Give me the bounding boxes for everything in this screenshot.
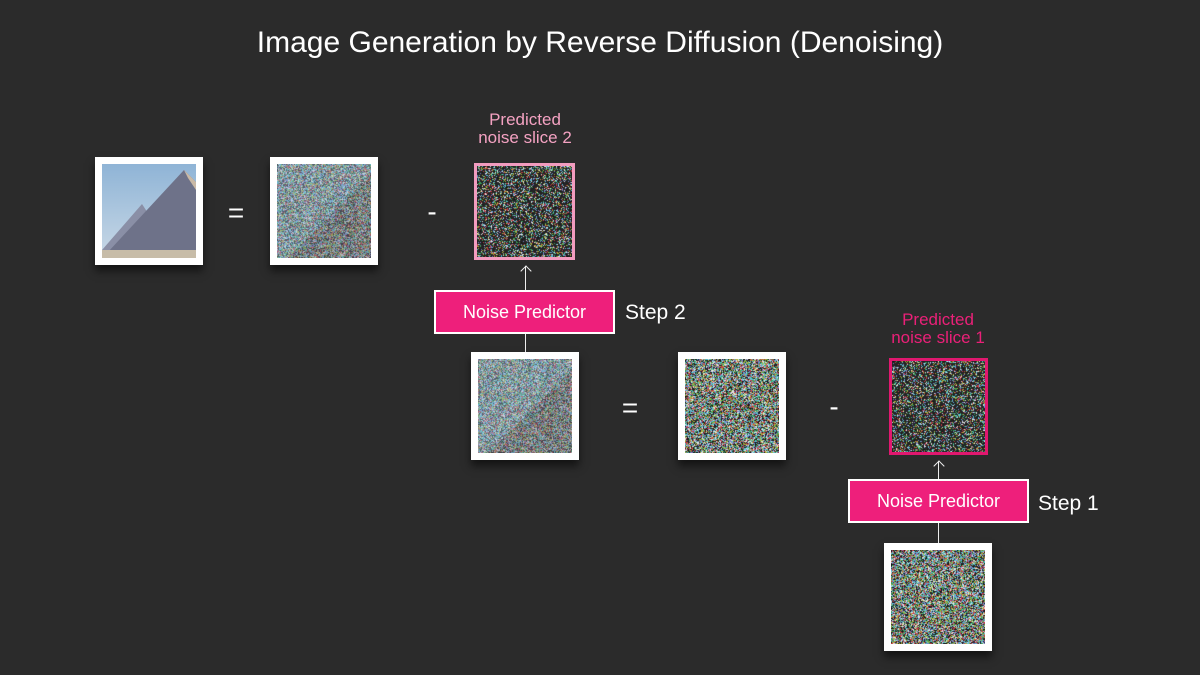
step-1-label: Step 1	[1038, 492, 1099, 516]
connector-line	[938, 523, 939, 543]
label-line-2: noise slice 2	[425, 129, 625, 147]
minus-operator-1: -	[427, 196, 436, 228]
arrow-up-icon	[520, 265, 531, 276]
arrow-up-icon	[933, 460, 944, 471]
label-line-2: noise slice 1	[838, 329, 1038, 347]
equals-operator-2: =	[622, 392, 638, 424]
equals-operator-1: =	[228, 197, 244, 229]
noise-predictor-step2: Noise Predictor	[434, 290, 615, 334]
input-noise-image	[884, 543, 992, 651]
label-line-1: Predicted	[838, 311, 1038, 329]
pure-noise-image	[678, 352, 786, 460]
connector-line	[525, 334, 526, 352]
minus-operator-2: -	[829, 391, 838, 423]
noisy-image	[478, 359, 572, 453]
final-image-pyramid	[95, 157, 203, 265]
noise-image	[685, 359, 779, 453]
noisy-image	[277, 164, 371, 258]
noise-image	[891, 550, 985, 644]
noisy-image-step1-output	[471, 352, 579, 460]
label-line-1: Predicted	[425, 111, 625, 129]
noise-predictor-step1: Noise Predictor	[848, 479, 1029, 523]
predicted-noise-slice-2	[474, 163, 575, 260]
pyramid-image	[102, 164, 196, 258]
predicted-noise-slice-1	[889, 358, 988, 455]
noise-image	[477, 166, 572, 257]
noisy-image-step2-output	[270, 157, 378, 265]
step-2-label: Step 2	[625, 301, 686, 325]
diagram-title: Image Generation by Reverse Diffusion (D…	[0, 26, 1200, 60]
predicted-noise-slice-2-label: Predicted noise slice 2	[425, 111, 625, 147]
noise-image	[892, 361, 985, 452]
predicted-noise-slice-1-label: Predicted noise slice 1	[838, 311, 1038, 347]
